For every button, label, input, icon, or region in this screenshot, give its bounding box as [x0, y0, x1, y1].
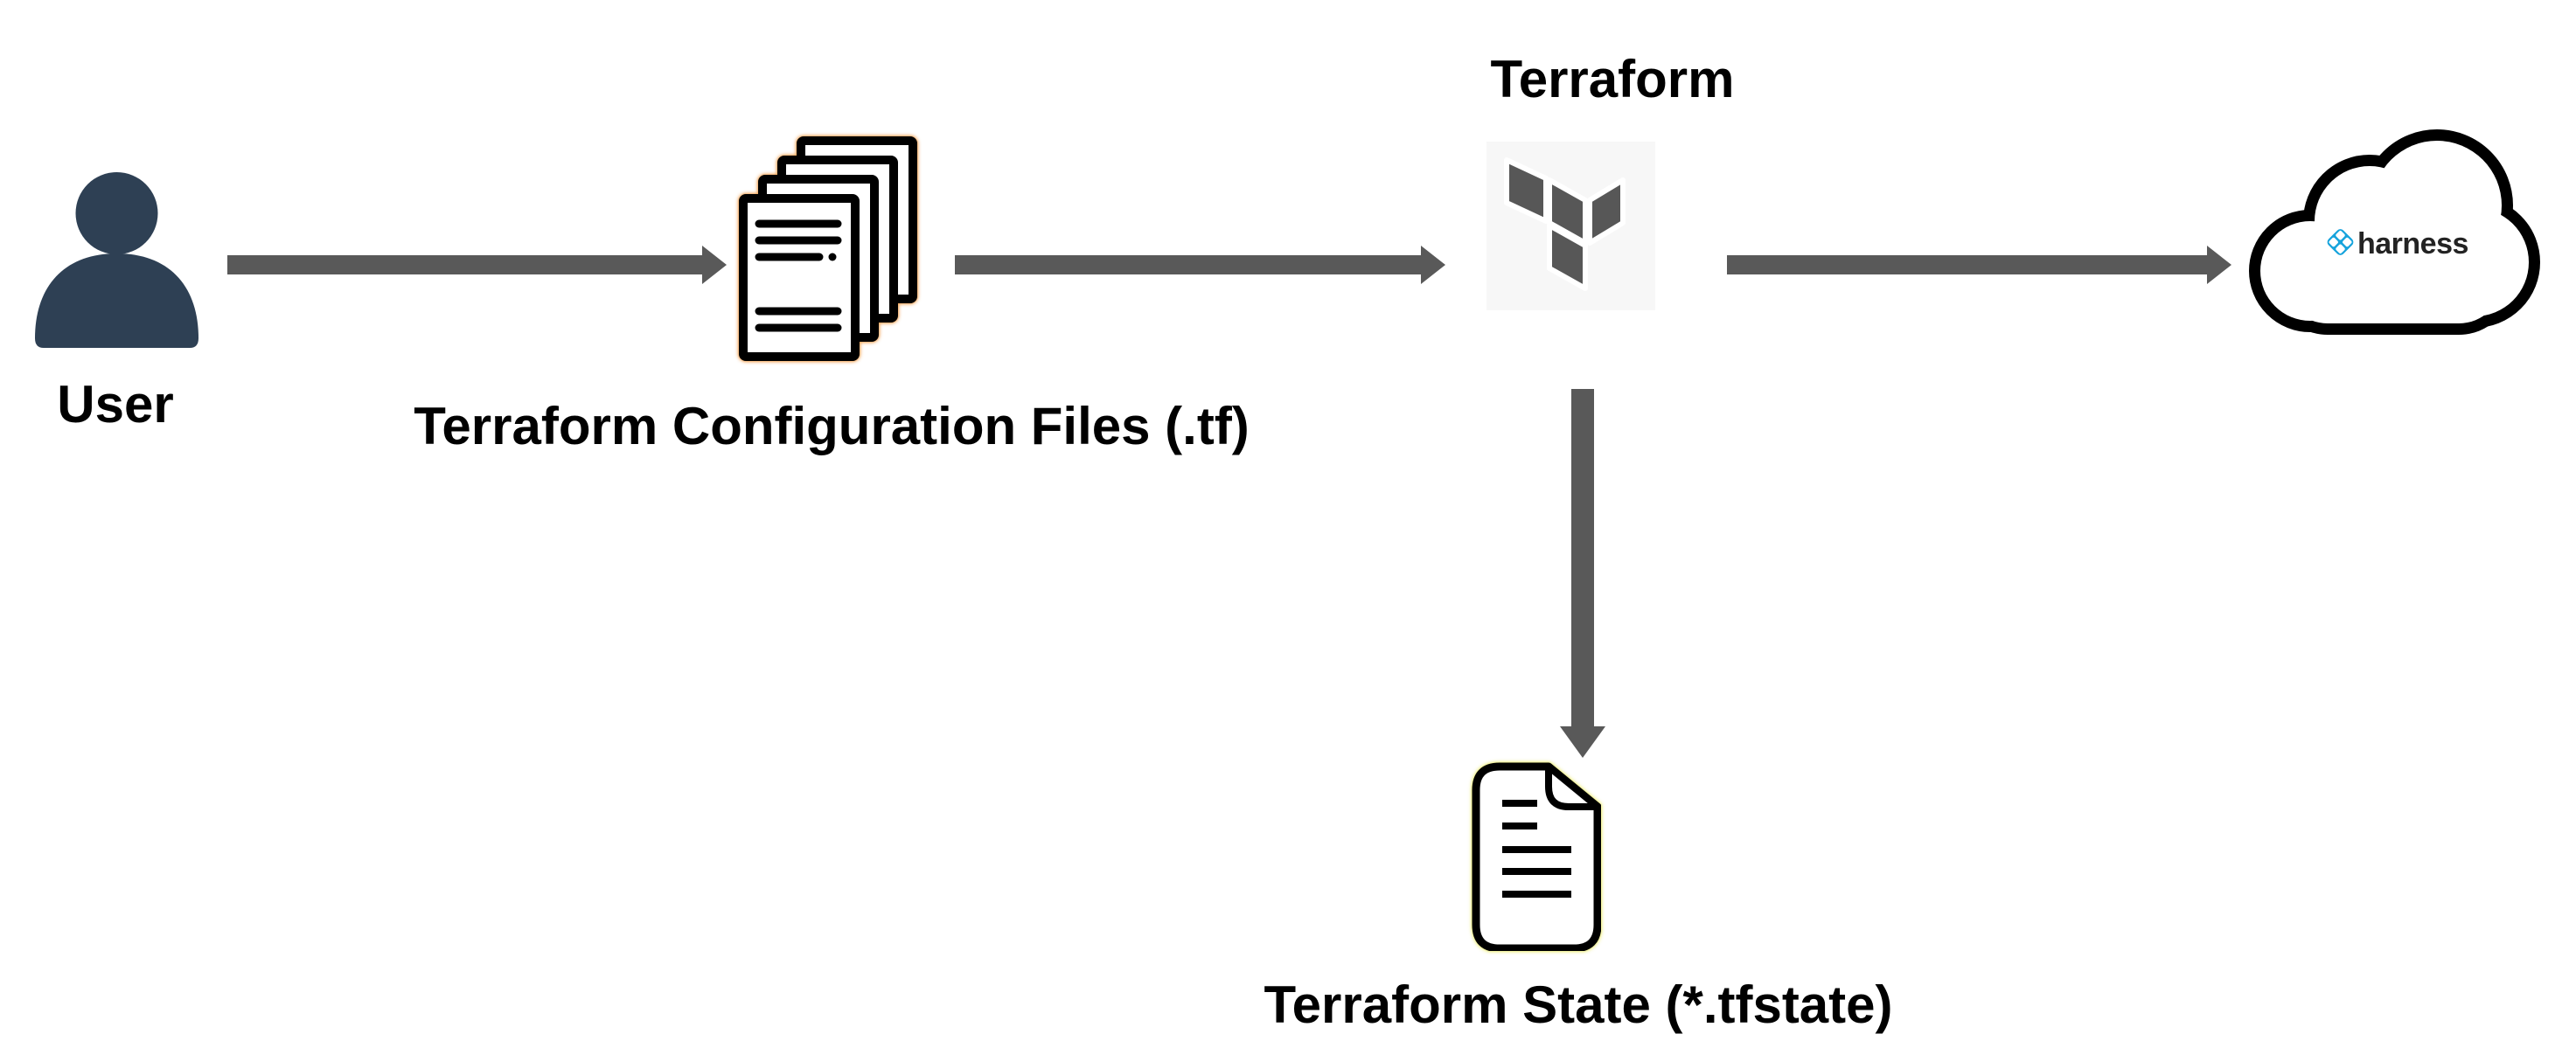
- terraform-logo: [1486, 142, 1655, 310]
- harness-cloud-icon: harness: [2249, 129, 2540, 335]
- state-file-icon: [1472, 762, 1601, 951]
- arrow-right-config-to-terraform: [955, 246, 1445, 284]
- user-label: User: [57, 375, 174, 434]
- person-head: [75, 172, 158, 254]
- state-file-folded-corner: [1545, 763, 1601, 810]
- terraform-title: Terraform: [1490, 50, 1735, 108]
- terraform-mark-bottom: [1547, 223, 1588, 291]
- state-file-text-lines: [1502, 800, 1571, 898]
- harness-logo-icon: [2327, 229, 2354, 255]
- config-files-stack-icon: [739, 136, 917, 361]
- arrow-right-terraform-to-harness: [1727, 246, 2231, 284]
- arrow-down-terraform-to-state: [1560, 389, 1605, 758]
- harness-wordmark: harness: [2357, 227, 2468, 260]
- page-text-dot: [828, 253, 837, 261]
- page-text-lines: [755, 219, 842, 332]
- state-file-page: [1472, 762, 1601, 951]
- arrow-right-user-to-config: [227, 246, 727, 284]
- state-file-label: Terraform State (*.tfstate): [1264, 975, 1893, 1034]
- person-body: [35, 253, 198, 348]
- config-files-label: Terraform Configuration Files (.tf): [414, 397, 1250, 455]
- user-person-icon: [35, 172, 198, 348]
- terraform-mark-left: [1504, 157, 1549, 224]
- terraform-mark-right: [1587, 177, 1626, 246]
